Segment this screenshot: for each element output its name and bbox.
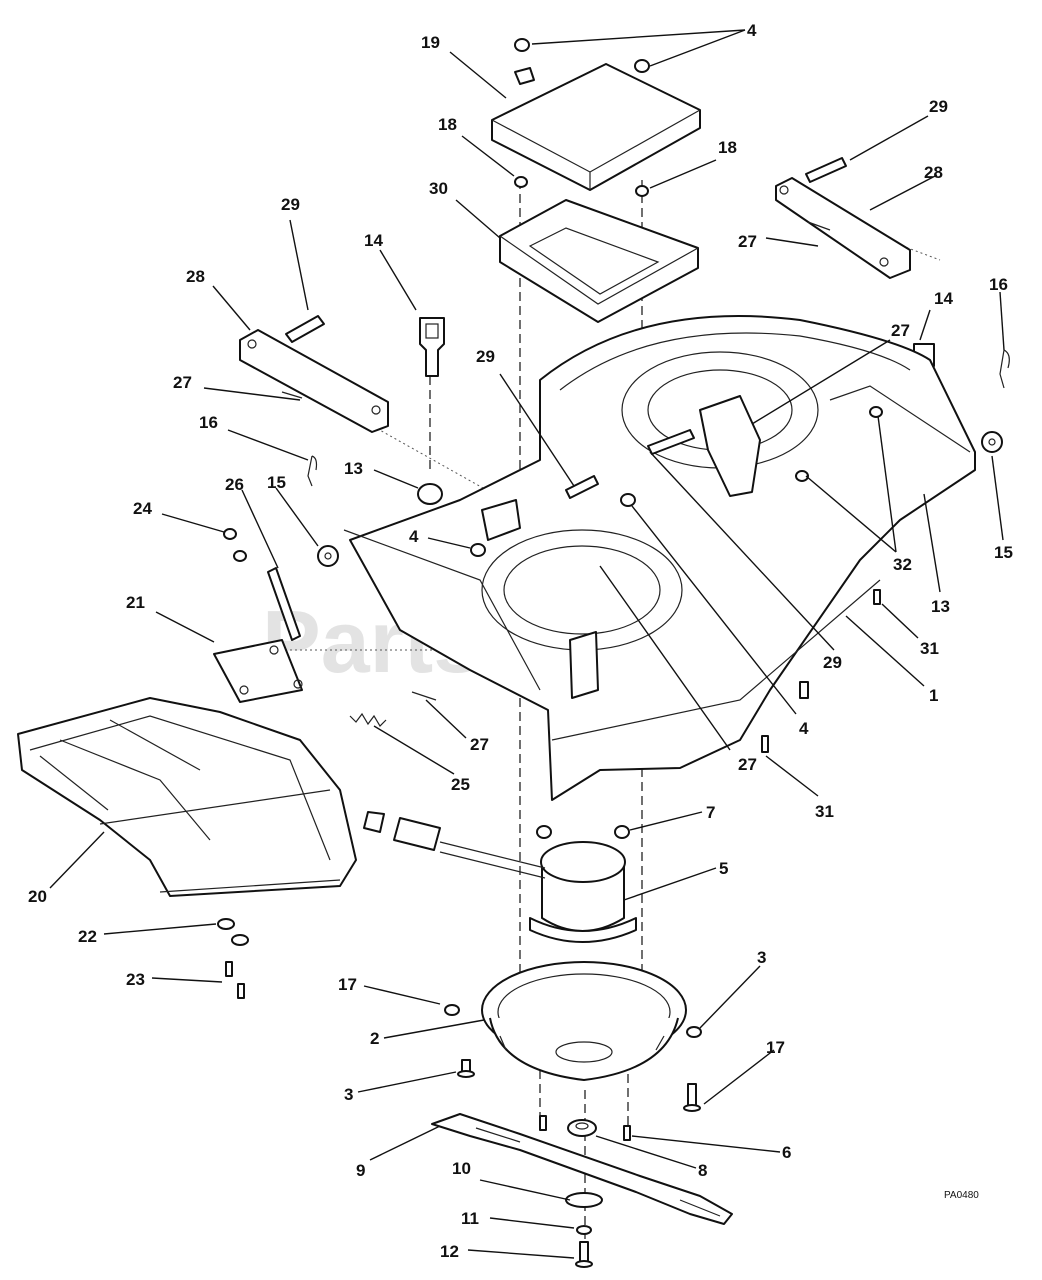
- part-21-plate: [213, 639, 303, 703]
- callout-18: 18: [438, 115, 457, 134]
- callout-14: 14: [934, 289, 953, 308]
- callout-10: 10: [452, 1159, 471, 1178]
- callout-3: 3: [757, 948, 766, 967]
- part-15-washers: [317, 431, 1003, 567]
- callout-17: 17: [766, 1038, 785, 1057]
- callout-3: 3: [344, 1085, 353, 1104]
- callout-11: 11: [461, 1209, 479, 1228]
- callout-13: 13: [931, 597, 950, 616]
- part-2-motor-housing: [481, 961, 687, 1081]
- diagram-code: PA0480: [944, 1190, 979, 1201]
- part-20-discharge-chute: [17, 697, 357, 897]
- callout-16: 16: [989, 275, 1008, 294]
- part-10-washer: [565, 1192, 603, 1208]
- callout-22: 22: [78, 927, 97, 946]
- part-27-cotter-pins: [411, 691, 437, 701]
- callout-24: 24: [133, 499, 152, 518]
- callout-21: 21: [126, 593, 145, 612]
- part-18-spacers: [514, 176, 649, 197]
- callout-29: 29: [281, 195, 300, 214]
- callout-29: 29: [823, 653, 842, 672]
- callout-29: 29: [476, 347, 495, 366]
- callout-27: 27: [891, 321, 910, 340]
- callout-13: 13: [344, 459, 363, 478]
- part-16-hairpins: [307, 349, 1010, 487]
- callout-31: 31: [815, 802, 834, 821]
- part-14-eyebolt-left: [419, 317, 445, 377]
- callout-26: 26: [225, 475, 244, 494]
- callout-29: 29: [929, 97, 948, 116]
- part-29-pin-center: [565, 429, 695, 499]
- callout-6: 6: [782, 1143, 791, 1162]
- callout-14: 14: [364, 231, 383, 250]
- callout-23: 23: [126, 970, 145, 989]
- part-17-washers: [444, 1004, 701, 1112]
- part-32-nuts: [795, 406, 883, 482]
- part-6-bolts: [539, 1115, 631, 1141]
- callout-19: 19: [421, 33, 440, 52]
- part-24-nuts: [223, 528, 247, 562]
- part-7-nuts: [536, 825, 630, 839]
- part-30-gasket: [499, 199, 699, 323]
- callout-27: 27: [738, 232, 757, 251]
- callout-7: 7: [706, 803, 715, 822]
- part-9-blade: [431, 1113, 733, 1225]
- part-19-cover: [491, 63, 701, 191]
- callout-28: 28: [924, 163, 943, 182]
- part-8-hub: [567, 1119, 597, 1137]
- callout-25: 25: [451, 775, 470, 794]
- callout-labels: 19 4 18 18 29 28 30 27 29 14 16 28 14 27…: [28, 21, 1013, 1261]
- leader-lines: [49, 29, 1005, 1259]
- callout-15: 15: [267, 473, 286, 492]
- callout-27: 27: [173, 373, 192, 392]
- part-12-bolt: [575, 1241, 593, 1268]
- callout-5: 5: [719, 859, 728, 878]
- callout-32: 32: [893, 555, 912, 574]
- callout-4: 4: [799, 719, 809, 738]
- part-11-lockwasher: [576, 1225, 592, 1235]
- part-3-bolts: [457, 1026, 702, 1078]
- callout-8: 8: [698, 1161, 707, 1180]
- callout-20: 20: [28, 887, 47, 906]
- part-22-washers: [217, 918, 249, 946]
- callout-17: 17: [338, 975, 357, 994]
- callout-15: 15: [994, 543, 1013, 562]
- callout-31: 31: [920, 639, 939, 658]
- part-5-motor: [363, 811, 637, 943]
- part-4-nuts-deck: [470, 493, 636, 557]
- part-26-rod: [267, 567, 301, 641]
- part-23-bolts: [225, 961, 245, 999]
- callout-2: 2: [370, 1029, 379, 1048]
- callout-16: 16: [199, 413, 218, 432]
- part-4-nuts-top: [514, 38, 650, 73]
- callout-30: 30: [429, 179, 448, 198]
- part-28-left-bracket: [239, 315, 389, 433]
- callout-4: 4: [409, 527, 419, 546]
- part-28-right-bracket: [775, 157, 911, 279]
- callout-12: 12: [440, 1242, 459, 1261]
- callout-28: 28: [186, 267, 205, 286]
- callout-9: 9: [356, 1161, 365, 1180]
- callout-4: 4: [747, 21, 757, 40]
- callout-18: 18: [718, 138, 737, 157]
- callout-27: 27: [738, 755, 757, 774]
- part-31-bolts: [761, 589, 881, 753]
- part-1-deck: [343, 315, 976, 801]
- callout-27: 27: [470, 735, 489, 754]
- part-25-spring: [349, 712, 387, 727]
- callout-1: 1: [929, 686, 938, 705]
